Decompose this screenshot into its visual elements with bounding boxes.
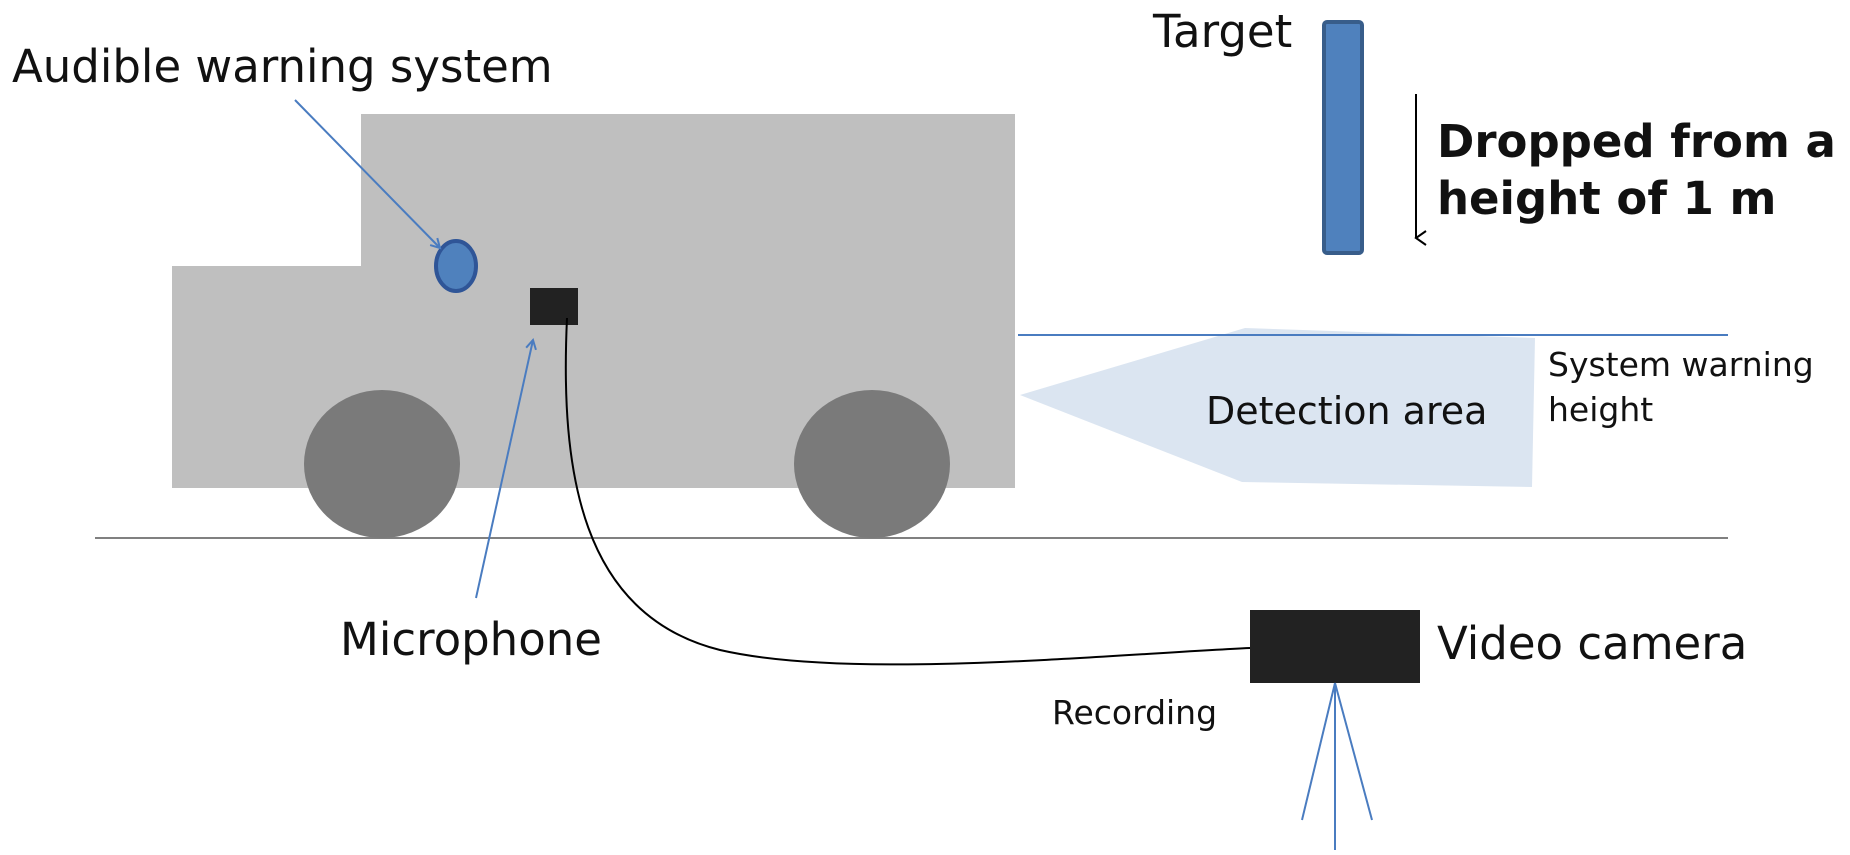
tripod-leg-right xyxy=(1334,682,1373,821)
recording-label: Recording xyxy=(1052,693,1218,732)
rear-wheel xyxy=(304,390,460,538)
video-camera-device xyxy=(1250,610,1420,683)
microphone-cable xyxy=(564,317,1251,666)
target-bar xyxy=(1322,20,1364,255)
warning-height-label-line2: height xyxy=(1548,390,1654,429)
detection-area-shape xyxy=(1020,328,1535,487)
warning-height-label-line1: System warning xyxy=(1548,345,1814,384)
video-camera-label: Video camera xyxy=(1437,617,1748,670)
speaker-pointer-line xyxy=(294,99,440,248)
speaker-icon xyxy=(434,239,478,293)
drop-height-label-line1: Dropped from a xyxy=(1437,115,1836,168)
front-wheel xyxy=(794,390,950,538)
microphone-label: Microphone xyxy=(340,613,602,666)
audible-warning-system-label: Audible warning system xyxy=(12,40,553,93)
microphone-pointer-line xyxy=(475,340,533,599)
drop-height-label-line2: height of 1 m xyxy=(1437,172,1777,225)
microphone-device xyxy=(530,288,578,325)
target-label: Target xyxy=(1153,5,1293,58)
tripod-leg-left xyxy=(1301,682,1336,821)
detection-area-label: Detection area xyxy=(1206,389,1488,433)
